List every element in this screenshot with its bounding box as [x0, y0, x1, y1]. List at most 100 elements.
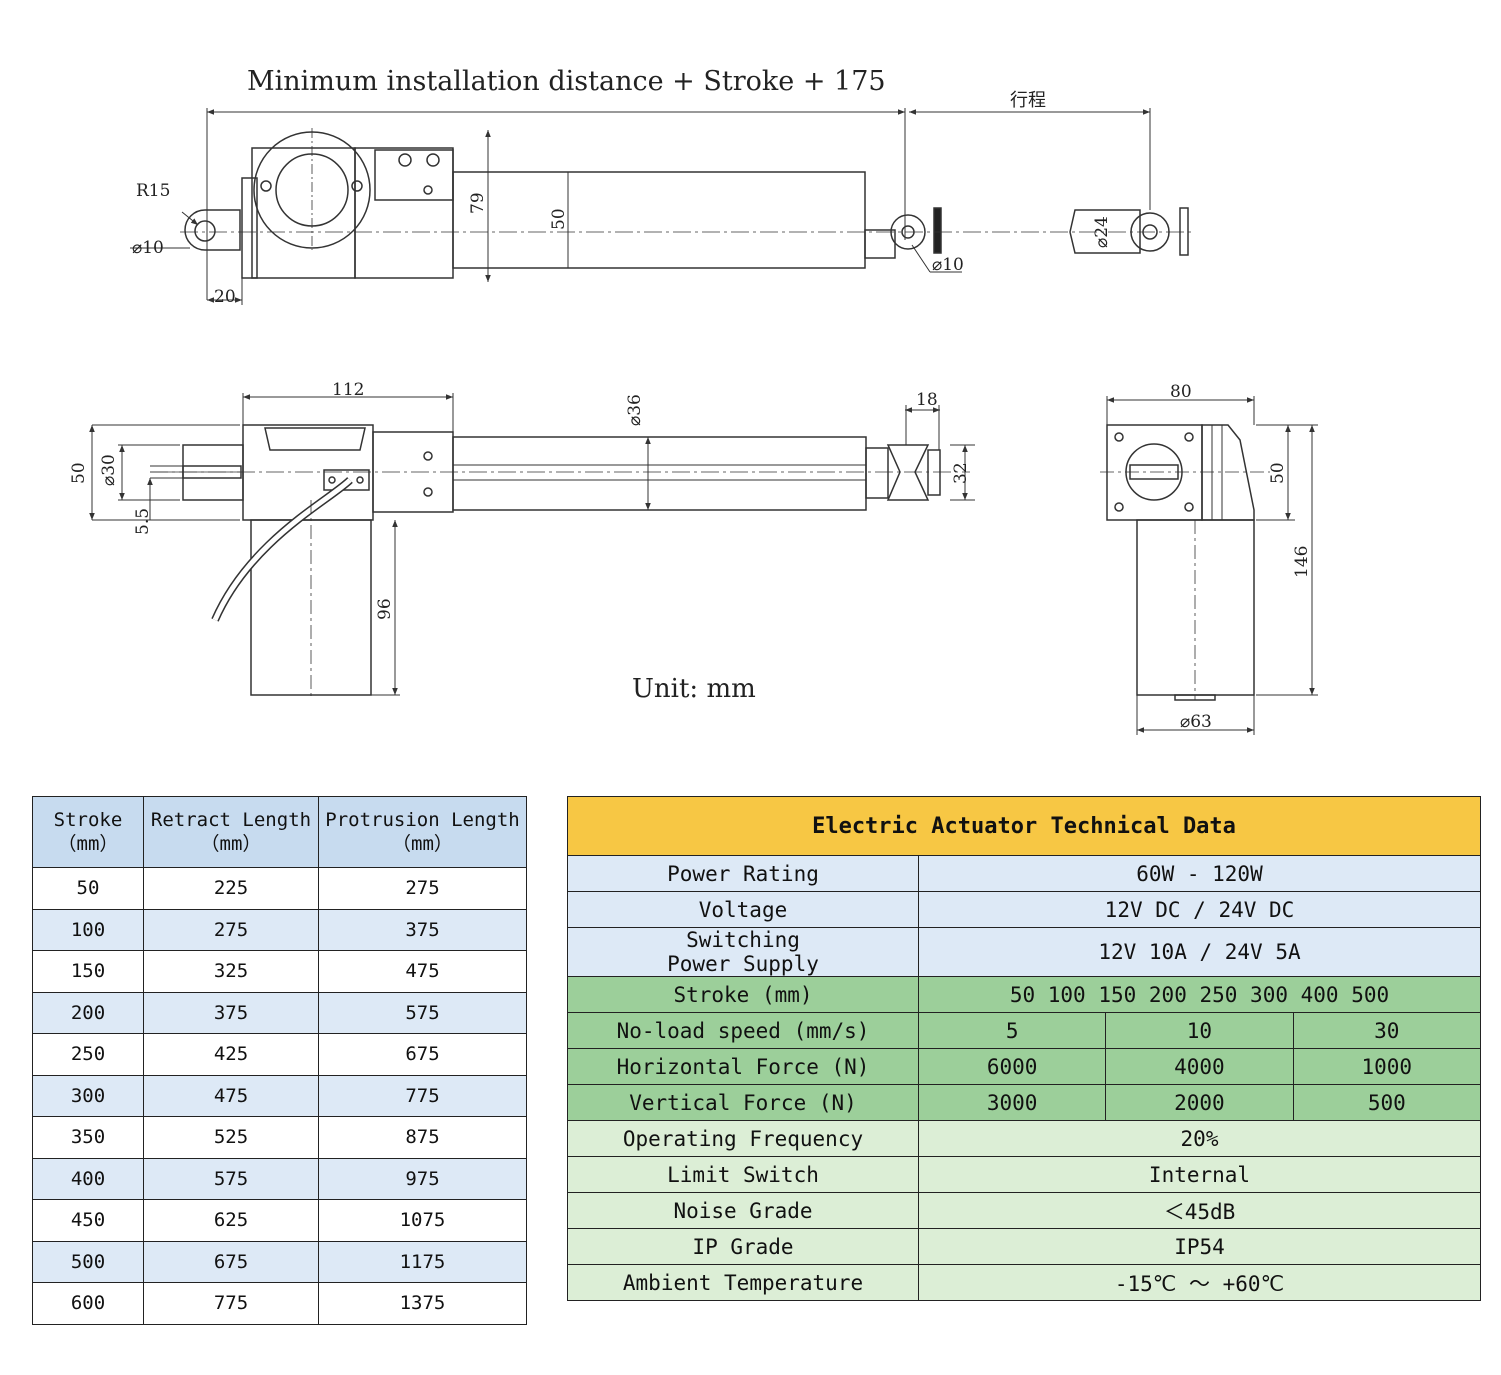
dim-d36: ⌀36 [625, 394, 645, 426]
cell-retract: 625 [143, 1199, 319, 1242]
value-switching-power: 12V 10A / 24V 5A [918, 927, 1481, 977]
label-noise-grade: Noise Grade [567, 1192, 919, 1229]
cell-protrusion: 1375 [318, 1282, 527, 1325]
dim-146: 146 [1292, 546, 1312, 578]
row-operating-frequency: Operating Frequency 20% [567, 1120, 1481, 1157]
technical-data-table: Electric Actuator Technical Data Power R… [567, 796, 1482, 1301]
cell-stroke: 600 [32, 1282, 144, 1325]
value-ambient-temperature: -15℃ ～ +60℃ [918, 1264, 1481, 1301]
cell-retract: 675 [143, 1240, 319, 1283]
dim-d10-right: ⌀10 [932, 255, 964, 275]
cell-protrusion: 475 [318, 950, 527, 993]
cell-stroke: 250 [32, 1033, 144, 1076]
cell-protrusion: 275 [318, 867, 527, 910]
dim-d30: ⌀30 [99, 454, 119, 486]
cell-retract: 275 [143, 908, 319, 951]
cell-protrusion: 1175 [318, 1240, 527, 1283]
value-hforce-1: 6000 [917, 1048, 1107, 1085]
row-vertical-force: Vertical Force (N) 3000 2000 500 [567, 1084, 1482, 1121]
row-stroke: Stroke (mm) 50 100 150 200 250 300 400 5… [567, 976, 1481, 1013]
label-ambient-temperature: Ambient Temperature [567, 1264, 919, 1301]
cell-protrusion: 1075 [318, 1199, 527, 1242]
table-header-row: Stroke（mm） Retract Length（mm） Protrusion… [32, 796, 527, 868]
cell-stroke: 50 [32, 867, 144, 910]
row-noise-grade: Noise Grade ＜45dB [567, 1192, 1481, 1229]
cell-stroke: 450 [32, 1199, 144, 1242]
header-retract-length: Retract Length（mm） [143, 796, 319, 868]
cell-protrusion: 875 [318, 1116, 527, 1159]
value-vforce-1: 3000 [917, 1084, 1107, 1121]
cell-retract: 525 [143, 1116, 319, 1159]
label-horizontal-force: Horizontal Force (N) [567, 1048, 919, 1085]
cell-protrusion: 975 [318, 1157, 527, 1200]
dim-80: 80 [1170, 382, 1192, 402]
cell-stroke: 350 [32, 1116, 144, 1159]
label-operating-frequency: Operating Frequency [567, 1120, 919, 1157]
value-vforce-2: 2000 [1105, 1084, 1294, 1121]
row-ambient-temperature: Ambient Temperature -15℃ ～ +60℃ [567, 1264, 1481, 1301]
cell-retract: 375 [143, 991, 319, 1034]
cell-stroke: 400 [32, 1157, 144, 1200]
cell-stroke: 500 [32, 1240, 144, 1283]
dim-32: 32 [951, 462, 971, 484]
tech-table-title: Electric Actuator Technical Data [567, 796, 1481, 856]
value-limit-switch: Internal [918, 1156, 1481, 1193]
cell-stroke: 150 [32, 950, 144, 993]
value-noload-3: 30 [1292, 1012, 1482, 1049]
value-vforce-3: 500 [1292, 1084, 1482, 1121]
tech-title-row: Electric Actuator Technical Data [567, 796, 1481, 856]
label-vertical-force: Vertical Force (N) [567, 1084, 919, 1121]
dim-50-top: 50 [549, 208, 569, 230]
top-title: Minimum installation distance + Stroke +… [247, 66, 886, 97]
cell-retract: 475 [143, 1074, 319, 1117]
cell-retract: 775 [143, 1282, 319, 1325]
value-noload-2: 10 [1105, 1012, 1294, 1049]
value-ip-grade: IP54 [918, 1228, 1481, 1265]
row-limit-switch: Limit Switch Internal [567, 1156, 1481, 1193]
row-ip-grade: IP Grade IP54 [567, 1228, 1481, 1265]
dim-r15: R15 [136, 181, 170, 201]
header-stroke: Stroke（mm） [32, 796, 144, 868]
dim-18: 18 [916, 390, 938, 410]
top-view [130, 108, 1195, 305]
dim-79: 79 [468, 192, 488, 214]
row-voltage: Voltage 12V DC / 24V DC [567, 891, 1481, 928]
cell-retract: 325 [143, 950, 319, 993]
dim-d24: ⌀24 [1092, 216, 1112, 248]
actuator-drawing: Minimum installation distance + Stroke +… [69, 66, 1318, 735]
row-power-rating: Power Rating 60W - 120W [567, 855, 1481, 892]
cell-stroke: 100 [32, 908, 144, 951]
cell-stroke: 300 [32, 1074, 144, 1117]
value-power-rating: 60W - 120W [918, 855, 1481, 892]
unit-label: Unit: mm [632, 674, 756, 704]
value-operating-frequency: 20% [918, 1120, 1481, 1157]
dim-5-5: 5.5 [133, 508, 153, 535]
dim-d63: ⌀63 [1180, 712, 1212, 732]
stroke-cn-label: 行程 [1010, 90, 1046, 111]
value-noise-grade: ＜45dB [918, 1192, 1481, 1229]
row-horizontal-force: Horizontal Force (N) 6000 4000 1000 [567, 1048, 1482, 1085]
value-stroke: 50 100 150 200 250 300 400 500 [918, 976, 1481, 1013]
cell-retract: 575 [143, 1157, 319, 1200]
value-hforce-3: 1000 [1292, 1048, 1482, 1085]
cell-protrusion: 575 [318, 991, 527, 1034]
end-view [1100, 396, 1318, 735]
dim-50-side: 50 [69, 462, 89, 484]
stroke-length-table: Stroke（mm） Retract Length（mm） Protrusion… [32, 796, 527, 1325]
cell-retract: 425 [143, 1033, 319, 1076]
dim-96: 96 [375, 598, 395, 620]
cell-stroke: 200 [32, 991, 144, 1034]
value-noload-1: 5 [917, 1012, 1107, 1049]
value-voltage: 12V DC / 24V DC [918, 891, 1481, 928]
label-ip-grade: IP Grade [567, 1228, 919, 1265]
